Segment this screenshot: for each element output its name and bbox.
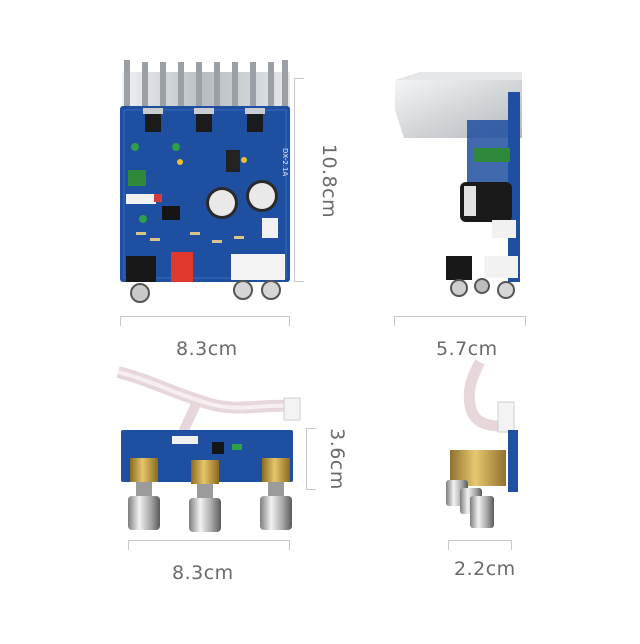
dimension-line-tone-depth [448, 540, 512, 550]
dimension-line-amp-depth [394, 316, 526, 326]
dimension-line-tone-width [128, 540, 290, 550]
amp-depth-label: 5.7cm [436, 338, 498, 360]
input-jacks [126, 252, 285, 303]
board-marking: DX-2.1A [281, 148, 289, 176]
capacitor [206, 180, 278, 219]
dimension-line-amp-height [294, 78, 304, 282]
tone-width-label: 8.3cm [172, 562, 234, 584]
heatsink [122, 60, 290, 110]
tone-depth-label: 2.2cm [454, 558, 516, 580]
amp-height-label: 10.8cm [318, 143, 341, 219]
tone-height-label: 3.6cm [325, 428, 348, 490]
amp-width-label: 8.3cm [176, 338, 238, 360]
amplifier-board-side [395, 72, 522, 299]
tone-board-side [446, 359, 518, 528]
dimension-line-amp-width [120, 316, 290, 326]
pcb [120, 106, 290, 282]
potentiometer-knob [128, 458, 160, 530]
potentiometer-knob [189, 460, 221, 532]
tone-board-front [116, 366, 301, 532]
amplifier-board-front: DX-2.1A [120, 60, 290, 303]
dimension-line-tone-height [306, 428, 316, 490]
potentiometer-knob [260, 458, 292, 530]
